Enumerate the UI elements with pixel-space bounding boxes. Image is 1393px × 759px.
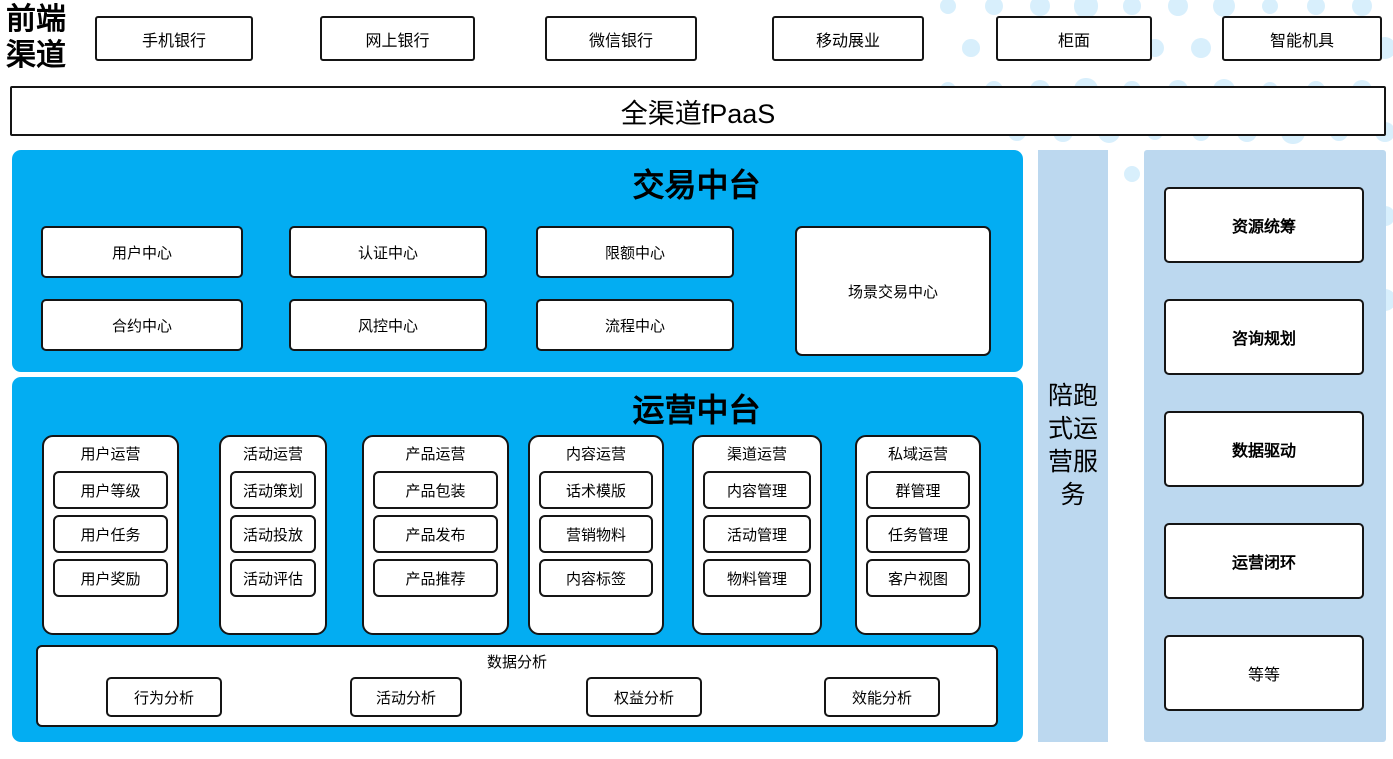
ops-column-user-operations[interactable]: 用户运营 用户等级 用户任务 用户奖励 [42,435,179,635]
ops-item-marketing-material[interactable]: 营销物料 [539,515,653,553]
data-analysis-item-campaign[interactable]: 活动分析 [350,677,462,717]
trade-module-auth-center[interactable]: 认证中心 [289,226,487,278]
ops-column-content-operations[interactable]: 内容运营 话术模版 营销物料 内容标签 [528,435,664,635]
ops-item-product-recommend[interactable]: 产品推荐 [373,559,498,597]
ops-column-title: 渠道运营 [726,446,787,463]
ops-item-user-reward[interactable]: 用户奖励 [53,559,168,597]
ops-column-channel-operations[interactable]: 渠道运营 内容管理 活动管理 物料管理 [692,435,822,635]
ops-item-campaign-planning[interactable]: 活动策划 [230,471,316,509]
ops-column-campaign-operations[interactable]: 活动运营 活动策划 活动投放 活动评估 [219,435,327,635]
data-analysis-item-efficiency[interactable]: 效能分析 [824,677,940,717]
accompanying-operations-service-strip: 陪跑式运营服务 [1038,150,1108,742]
channel-box-mobile-bank[interactable]: 手机银行 [95,16,253,61]
ops-item-campaign-management[interactable]: 活动管理 [703,515,811,553]
channel-box-smart-machine[interactable]: 智能机具 [1222,16,1382,61]
ops-item-user-task[interactable]: 用户任务 [53,515,168,553]
front-channel-label: 前端 渠道 [6,2,90,74]
channel-box-mobile-business[interactable]: 移动展业 [772,16,924,61]
omnichannel-fpaas-bar[interactable]: 全渠道fPaaS [10,86,1386,136]
trade-module-limit-center[interactable]: 限额中心 [536,226,734,278]
ops-item-product-release[interactable]: 产品发布 [373,515,498,553]
ops-item-campaign-delivery[interactable]: 活动投放 [230,515,316,553]
trade-module-user-center[interactable]: 用户中心 [41,226,243,278]
ops-item-group-management[interactable]: 群管理 [866,471,970,509]
ops-item-material-management[interactable]: 物料管理 [703,559,811,597]
trade-module-risk-center[interactable]: 风控中心 [289,299,487,351]
channel-box-wechat-bank[interactable]: 微信银行 [545,16,697,61]
data-analysis-title: 数据分析 [486,654,547,671]
ops-column-title: 内容运营 [565,446,626,463]
trade-module-scene-trade-center[interactable]: 场景交易中心 [795,226,991,356]
ops-item-campaign-evaluation[interactable]: 活动评估 [230,559,316,597]
service-box-operations-loop[interactable]: 运营闭环 [1164,523,1364,599]
ops-item-script-template[interactable]: 话术模版 [539,471,653,509]
ops-column-title: 活动运营 [242,446,303,463]
data-analysis-item-behavior[interactable]: 行为分析 [106,677,222,717]
ops-item-product-packaging[interactable]: 产品包装 [373,471,498,509]
trade-module-process-center[interactable]: 流程中心 [536,299,734,351]
trade-center-title: 交易中台 [632,167,761,203]
ops-item-customer-view[interactable]: 客户视图 [866,559,970,597]
front-channel-label-line1: 前端 [6,3,66,36]
service-box-resource-coordination[interactable]: 资源统筹 [1164,187,1364,263]
ops-item-task-management[interactable]: 任务管理 [866,515,970,553]
service-box-data-driven[interactable]: 数据驱动 [1164,411,1364,487]
service-box-consulting-planning[interactable]: 咨询规划 [1164,299,1364,375]
ops-column-product-operations[interactable]: 产品运营 产品包装 产品发布 产品推荐 [362,435,509,635]
ops-column-title: 用户运营 [80,446,141,463]
ops-center-title: 运营中台 [632,392,761,428]
accompanying-operations-service-label: 陪跑式运营服务 [1047,382,1098,509]
ops-column-title: 私域运营 [887,446,948,463]
ops-item-user-level[interactable]: 用户等级 [53,471,168,509]
ops-item-content-management[interactable]: 内容管理 [703,471,811,509]
front-channel-label-line2: 渠道 [6,39,66,72]
service-capability-panel: 资源统筹 咨询规划 数据驱动 运营闭环 等等 [1144,150,1386,742]
trade-module-contract-center[interactable]: 合约中心 [41,299,243,351]
data-analysis-item-benefits[interactable]: 权益分析 [586,677,702,717]
data-analysis-section[interactable]: 数据分析 行为分析 活动分析 权益分析 效能分析 [36,645,998,727]
channel-box-online-bank[interactable]: 网上银行 [320,16,475,61]
channel-box-counter[interactable]: 柜面 [996,16,1152,61]
ops-item-content-tag[interactable]: 内容标签 [539,559,653,597]
service-box-etc[interactable]: 等等 [1164,635,1364,711]
ops-column-title: 产品运营 [405,446,466,463]
ops-column-private-domain-operations[interactable]: 私域运营 群管理 任务管理 客户视图 [855,435,981,635]
